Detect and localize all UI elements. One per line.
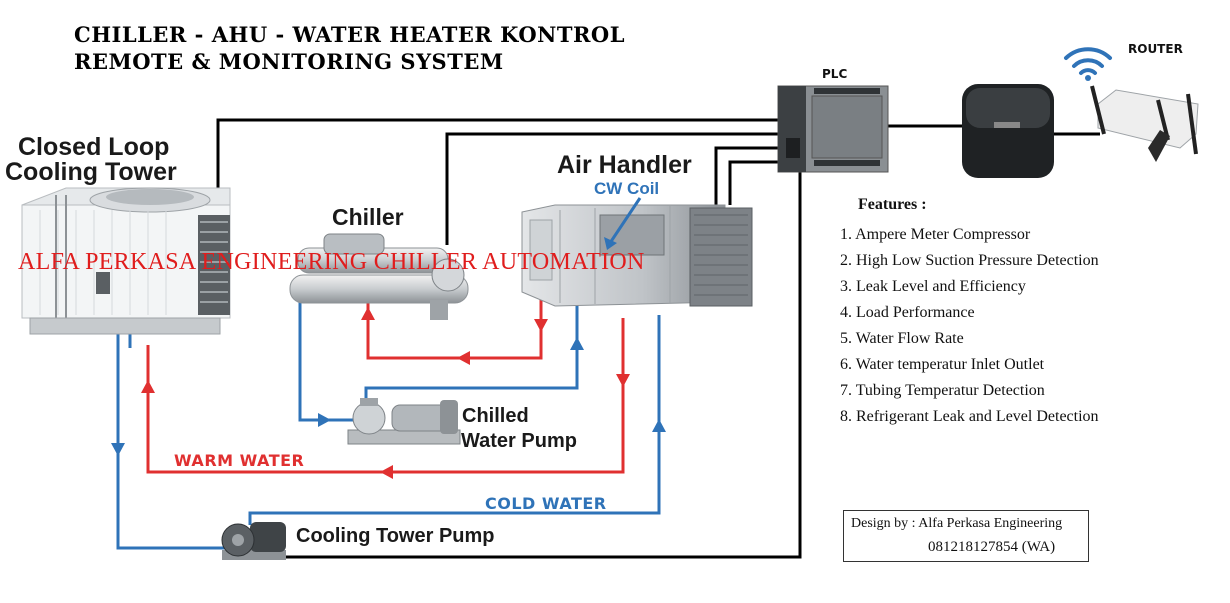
- arrow-up-icon: [652, 419, 666, 432]
- feature-item: 5. Water Flow Rate: [840, 330, 964, 347]
- feature-item: 3. Leak Level and Efficiency: [840, 278, 1026, 295]
- arrow-right-icon: [318, 413, 331, 427]
- cw-coil-label: CW Coil: [594, 179, 660, 198]
- arrow-up-icon: [361, 307, 375, 320]
- chilled-pump-label-line-1: Chilled: [462, 405, 529, 427]
- feature-item: 4. Load Performance: [840, 304, 975, 321]
- cooling-tower-pump-label: Cooling Tower Pump: [296, 525, 495, 547]
- feature-item: 2. High Low Suction Pressure Detection: [840, 252, 1099, 269]
- plc-label: PLC: [822, 67, 848, 81]
- arrow-down-icon: [534, 319, 548, 332]
- title-line-2: REMOTE & MONITORING SYSTEM: [74, 49, 504, 74]
- watermark-text: ALFA PERKASA ENGINEERING CHILLER AUTOMAT…: [18, 249, 645, 275]
- contact-phone: 081218127854 (WA): [928, 539, 1056, 555]
- router-label: ROUTER: [1128, 42, 1183, 56]
- arrow-up-icon: [141, 380, 155, 393]
- designer-credit: Design by : Alfa Perkasa Engineering: [851, 516, 1063, 531]
- cold-water-arrows: [111, 337, 666, 456]
- router-illustration: [1090, 85, 1199, 162]
- chiller-label: Chiller: [332, 204, 404, 230]
- plc-illustration: [777, 85, 889, 173]
- arrow-left-icon: [380, 465, 393, 479]
- feature-item: 7. Tubing Temperatur Detection: [840, 382, 1045, 399]
- cold-water-label: COLD WATER: [485, 494, 607, 513]
- chilled-water-pump-illustration: [347, 398, 461, 445]
- signal-wires: [216, 118, 1100, 559]
- arrow-down-icon: [616, 374, 630, 387]
- wifi-icon: [1064, 47, 1112, 81]
- cooling-tower-illustration: [21, 187, 231, 335]
- arrow-down-icon: [111, 443, 125, 456]
- feature-item: 6. Water temperatur Inlet Outlet: [840, 356, 1045, 373]
- features-heading: Features :: [858, 196, 927, 213]
- cooling-tower-pump-illustration: [221, 522, 286, 560]
- chiller-illustration: [289, 233, 469, 320]
- features-list: 1. Ampere Meter Compressor 2. High Low S…: [840, 222, 1099, 430]
- arrow-left-icon: [457, 351, 470, 365]
- arrow-up-icon: [570, 337, 584, 350]
- cooling-tower-label-line-2: Cooling Tower: [5, 158, 177, 186]
- air-handler-illustration: [521, 197, 753, 307]
- feature-item: 8. Refrigerant Leak and Level Detection: [840, 408, 1099, 425]
- chilled-pump-label-line-2: Water Pump: [461, 430, 577, 452]
- feature-item: 1. Ampere Meter Compressor: [840, 226, 1031, 243]
- warm-water-arrows: [141, 307, 630, 479]
- cooling-tower-label-line-1: Closed Loop: [18, 133, 170, 161]
- warm-water-label: WARM WATER: [174, 451, 305, 470]
- air-handler-label: Air Handler: [557, 151, 692, 179]
- modem-illustration: [962, 84, 1054, 178]
- cw-coil-arrow-icon: [604, 237, 617, 250]
- title-line-1: CHILLER - AHU - WATER HEATER KONTROL: [74, 22, 625, 47]
- credit-box: Design by : Alfa Perkasa Engineering 081…: [843, 510, 1089, 562]
- features-panel: Features : 1. Ampere Meter Compressor 2.…: [840, 196, 1099, 430]
